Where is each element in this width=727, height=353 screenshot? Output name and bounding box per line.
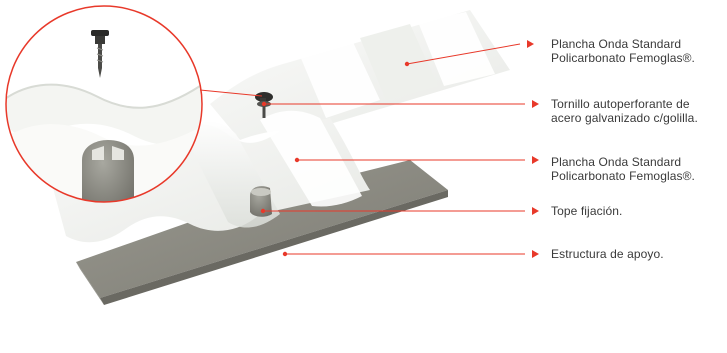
label-fixing-stop: Tope fijación.: [551, 204, 622, 218]
label-support-structure: Estructura de apoyo.: [551, 247, 664, 261]
fixing-stop: [250, 186, 272, 217]
callout-arrow-icon: [532, 250, 539, 258]
label-support-structure-line1: Estructura de apoyo.: [551, 247, 664, 261]
label-upper-sheet-line1: Plancha Onda Standard: [551, 37, 695, 51]
label-screw-line1: Tornillo autoperforante de: [551, 97, 698, 111]
callout-arrow-icon: [532, 100, 539, 108]
callout-arrow-icon: [527, 40, 534, 48]
label-screw-line2: acero galvanizado c/golilla.: [551, 111, 698, 125]
label-upper-sheet-line2: Policarbonato Femoglas®.: [551, 51, 695, 65]
label-lower-sheet: Plancha Onda Standard Policarbonato Femo…: [551, 155, 695, 183]
upper-sheet: [210, 10, 510, 140]
label-lower-sheet-line1: Plancha Onda Standard: [551, 155, 695, 169]
callout-arrow-icon: [532, 207, 539, 215]
label-lower-sheet-line2: Policarbonato Femoglas®.: [551, 169, 695, 183]
label-upper-sheet: Plancha Onda Standard Policarbonato Femo…: [551, 37, 695, 65]
label-fixing-stop-line1: Tope fijación.: [551, 204, 622, 218]
label-screw: Tornillo autoperforante de acero galvani…: [551, 97, 698, 125]
callout-arrow-icon: [532, 156, 539, 164]
